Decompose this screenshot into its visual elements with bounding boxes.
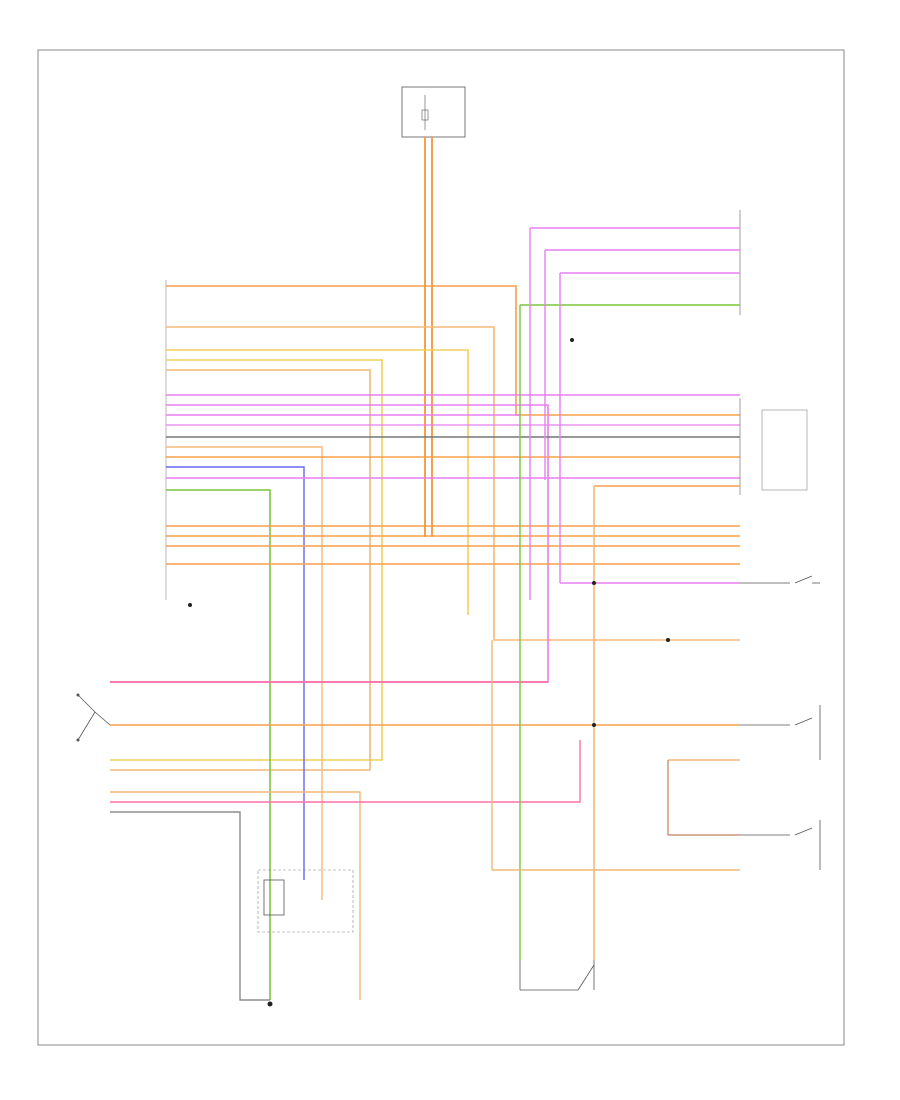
ground-bottom [267, 1001, 273, 1007]
wire-right-vertical [491, 485, 740, 960]
switch-right-3 [740, 820, 821, 870]
right-connector-mid [739, 398, 808, 495]
fuse-box [401, 86, 466, 138]
bottom-switch [519, 960, 595, 991]
left-sensor [76, 693, 111, 742]
wire-bundle [110, 285, 740, 1001]
wire-main-orange [424, 137, 433, 537]
bottom-component [257, 869, 354, 933]
switch-right-1 [740, 575, 820, 584]
switch-right-2 [740, 705, 821, 760]
right-connector-top [519, 210, 741, 960]
junction-dots [188, 338, 670, 727]
diagram-frame [37, 49, 845, 1046]
